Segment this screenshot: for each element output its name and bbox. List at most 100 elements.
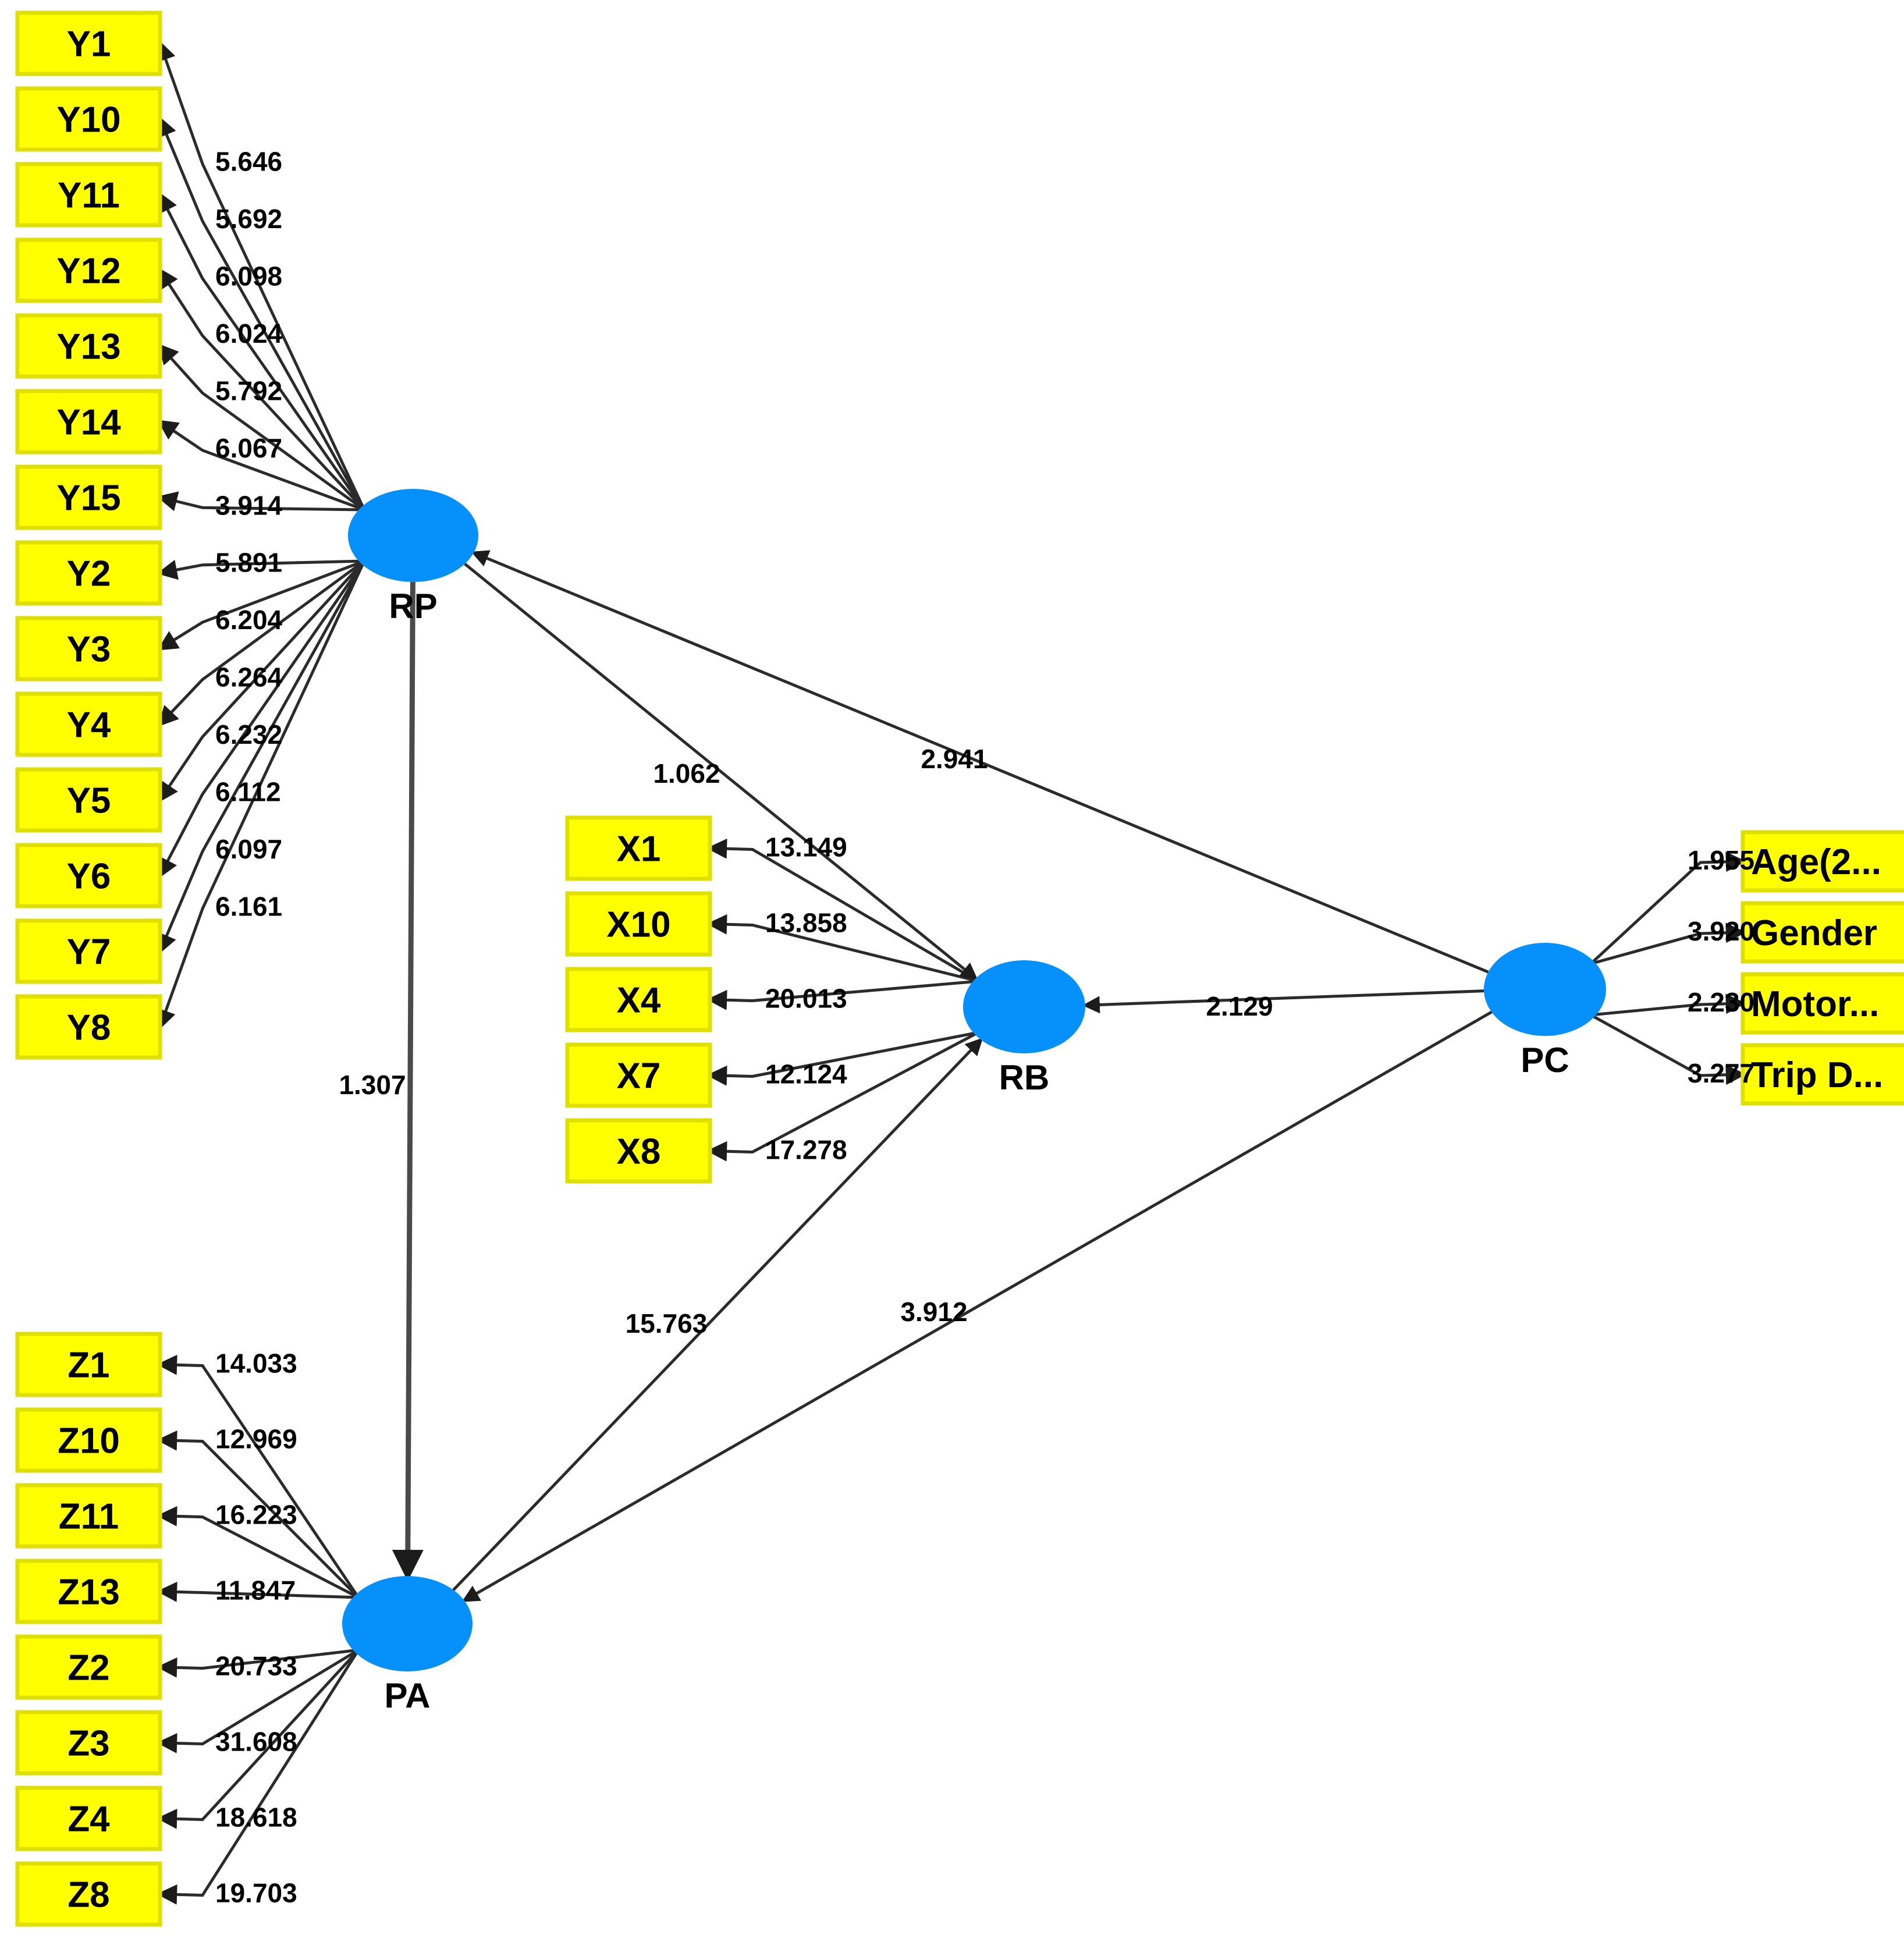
indicator-rect[interactable] — [15, 313, 162, 379]
indicator-box[interactable]: X4 — [565, 967, 712, 1032]
indicator-rect[interactable] — [15, 540, 162, 606]
indicator-rect[interactable] — [15, 1861, 162, 1927]
indicator-label: Z10 — [58, 1421, 120, 1461]
measurement-edge — [706, 1031, 979, 1086]
indicator-rect[interactable] — [15, 162, 162, 228]
indicator-label: Y14 — [56, 403, 121, 443]
indicator-box[interactable]: Y10 — [15, 86, 162, 152]
measurement-edge — [156, 40, 366, 511]
structural-edge-rp-pa — [392, 581, 424, 1581]
indicator-rect[interactable] — [15, 1407, 162, 1473]
indicator-box[interactable]: X8 — [565, 1118, 712, 1184]
indicator-rect[interactable] — [15, 918, 162, 984]
indicator-box[interactable]: Y15 — [15, 464, 162, 530]
loading-coefficient: 20.013 — [765, 984, 847, 1014]
indicator-rect[interactable] — [15, 464, 162, 530]
indicator-rect[interactable] — [15, 1483, 162, 1549]
indicator-box[interactable]: Y8 — [15, 994, 162, 1060]
indicator-box[interactable]: Age(2... — [1740, 830, 1904, 893]
indicator-box[interactable]: Y3 — [15, 616, 162, 682]
latent-ellipse[interactable] — [348, 489, 478, 582]
indicator-box[interactable]: Y1 — [15, 10, 162, 76]
indicator-rect[interactable] — [15, 843, 162, 908]
indicator-box[interactable]: Y5 — [15, 767, 162, 833]
indicator-box[interactable]: Gender — [1740, 901, 1904, 964]
structural-edges-layer — [392, 550, 1493, 1602]
indicator-rect[interactable] — [565, 1042, 712, 1108]
latent-node[interactable]: PA — [342, 1576, 473, 1715]
indicator-rect[interactable] — [15, 1786, 162, 1851]
indicator-rect[interactable] — [1740, 901, 1904, 964]
indicator-rect[interactable] — [15, 1710, 162, 1776]
loading-coefficient: 6.067 — [215, 433, 282, 463]
indicator-box[interactable]: Y2 — [15, 540, 162, 606]
indicator-box[interactable]: Y14 — [15, 389, 162, 455]
indicator-box[interactable]: Z11 — [15, 1483, 162, 1549]
indicator-rect[interactable] — [15, 994, 162, 1060]
indicator-rect[interactable] — [1740, 830, 1904, 893]
loading-coefficient: 3.920 — [1688, 916, 1754, 946]
measurement-edge — [1590, 1013, 1746, 1085]
loading-coefficient: 13.858 — [765, 908, 847, 938]
loading-coefficient: 17.278 — [765, 1135, 847, 1165]
indicator-rect[interactable] — [15, 1332, 162, 1397]
indicator-rect[interactable] — [15, 767, 162, 833]
indicator-rect[interactable] — [15, 616, 162, 682]
indicator-rect[interactable] — [565, 967, 712, 1032]
indicator-label: X8 — [617, 1132, 661, 1172]
indicator-rect[interactable] — [15, 1634, 162, 1700]
indicator-box[interactable]: X1 — [565, 815, 712, 881]
latent-label: PA — [385, 1676, 431, 1715]
indicator-box[interactable]: Z4 — [15, 1786, 162, 1851]
indicator-box[interactable]: X7 — [565, 1042, 712, 1108]
indicator-rect[interactable] — [15, 1559, 162, 1624]
latent-ellipse[interactable] — [963, 960, 1085, 1053]
indicator-label: Y11 — [58, 176, 120, 216]
latent-label: RB — [999, 1058, 1050, 1097]
indicator-rect[interactable] — [1740, 1043, 1904, 1106]
indicator-box[interactable]: Trip D... — [1740, 1043, 1904, 1106]
latent-node[interactable]: RP — [348, 489, 478, 626]
loading-coefficient: 6.161 — [215, 892, 282, 922]
indicator-rect[interactable] — [15, 237, 162, 303]
indicator-box[interactable]: Z8 — [15, 1861, 162, 1927]
indicator-box[interactable]: Y7 — [15, 918, 162, 984]
measurement-edge — [157, 1581, 359, 1602]
indicator-box[interactable]: Y6 — [15, 843, 162, 908]
indicator-label: Z13 — [58, 1573, 120, 1613]
indicator-box[interactable]: Z10 — [15, 1407, 162, 1473]
indicator-rect[interactable] — [1740, 972, 1904, 1035]
indicator-box[interactable]: Z3 — [15, 1710, 162, 1776]
indicator-box[interactable]: X10 — [565, 891, 712, 957]
indicator-label: Motor... — [1751, 984, 1879, 1024]
loading-coefficient: 5.692 — [215, 204, 282, 234]
measurement-edge — [157, 1430, 360, 1599]
indicator-rect[interactable] — [565, 891, 712, 957]
path-coefficient: 2.129 — [1206, 991, 1273, 1021]
indicator-rect[interactable] — [15, 691, 162, 757]
indicator-box[interactable]: Y11 — [15, 162, 162, 228]
latent-ellipse[interactable] — [342, 1576, 473, 1671]
indicator-rect[interactable] — [565, 1118, 712, 1184]
loading-coefficient: 13.149 — [765, 832, 847, 863]
indicator-box[interactable]: Y4 — [15, 691, 162, 757]
loading-coefficient: 19.703 — [215, 1878, 297, 1908]
indicator-rect[interactable] — [15, 389, 162, 455]
indicator-rect[interactable] — [15, 86, 162, 152]
indicator-label: Z2 — [68, 1648, 109, 1688]
measurement-edge — [158, 560, 366, 879]
indicator-box[interactable]: Y12 — [15, 237, 162, 303]
indicator-box[interactable]: Z1 — [15, 1332, 162, 1397]
indicator-rect[interactable] — [15, 10, 162, 76]
indicator-box[interactable]: Z13 — [15, 1559, 162, 1624]
indicator-box[interactable]: Z2 — [15, 1634, 162, 1700]
measurement-edge — [157, 1649, 360, 1829]
latent-node[interactable]: RB — [963, 960, 1085, 1097]
indicator-rect[interactable] — [565, 815, 712, 881]
indicator-box[interactable]: Motor... — [1740, 972, 1904, 1035]
latent-node[interactable]: PC — [1484, 943, 1606, 1080]
latent-ellipse[interactable] — [1484, 943, 1606, 1036]
indicator-box[interactable]: Y13 — [15, 313, 162, 379]
